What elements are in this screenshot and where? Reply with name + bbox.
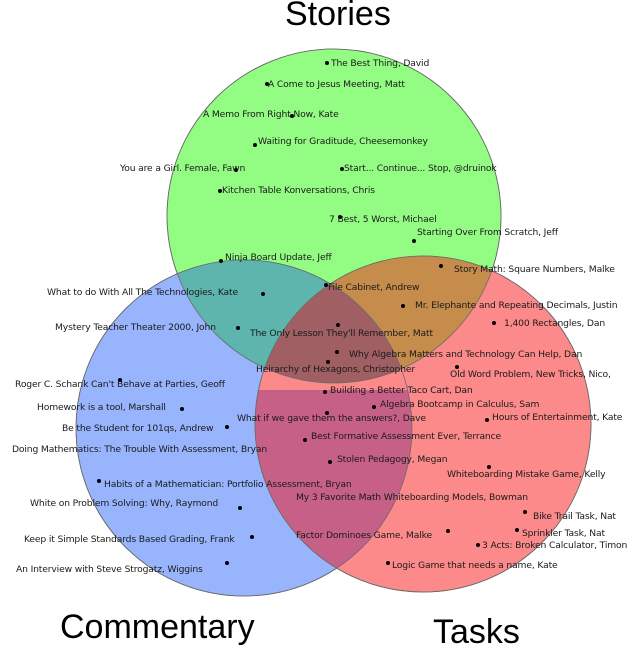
item-dot-marker [439, 264, 443, 268]
item-label: Starting Over From Scratch, Jeff [417, 227, 558, 238]
item-dot-marker [323, 390, 327, 394]
item-dot-marker [338, 215, 342, 219]
item-dot-marker [225, 561, 229, 565]
item-label: Bike Trail Task, Nat [533, 511, 616, 522]
item-label: A Come to Jesus Meeting, Matt [268, 79, 405, 90]
item-dot-marker [372, 405, 376, 409]
item-dot-marker [523, 510, 527, 514]
item-dot-marker [455, 365, 459, 369]
item-dot-marker [253, 143, 257, 147]
item-dot-marker [325, 61, 329, 65]
item-dot-marker [236, 326, 240, 330]
item-dot-marker [219, 259, 223, 263]
item-dot-marker [180, 407, 184, 411]
item-dot-marker [325, 411, 329, 415]
item-label: Sprinkler Task, Nat [522, 528, 605, 539]
item-label: Whiteboarding Mistake Game, Kelly [447, 469, 606, 480]
item-label: Start... Continue... Stop, @druinok [344, 163, 497, 174]
item-dot-marker [446, 529, 450, 533]
item-dot-marker [492, 321, 496, 325]
item-label: Kitchen Table Konversations, Chris [222, 185, 375, 196]
item-dot-marker [401, 304, 405, 308]
item-dot-marker [265, 82, 269, 86]
item-dot-marker [340, 167, 344, 171]
item-dot-marker [326, 360, 330, 364]
item-label: Homework is a tool, Marshall [37, 402, 166, 413]
item-label: Algebra Bootcamp in Calculus, Sam [380, 399, 540, 410]
item-dot-marker [335, 350, 339, 354]
item-dot-marker [485, 418, 489, 422]
item-label: Keep it Simple Standards Based Grading, … [24, 534, 235, 545]
item-dot-marker [97, 479, 101, 483]
item-label: The Best Thing, David [331, 58, 430, 69]
item-dot-marker [487, 465, 491, 469]
item-label: What if we gave them the answers?, Dave [237, 413, 426, 424]
item-label: Factor Dominoes Game, Malke [296, 530, 432, 541]
item-dot-marker [303, 438, 307, 442]
item-dot-marker [515, 528, 519, 532]
item-dot-marker [118, 378, 122, 382]
item-label: You are a Girl. Female, Fawn [120, 163, 246, 174]
item-label: A Memo From Right Now, Kate [203, 109, 339, 120]
item-label: What to do With All The Technologies, Ka… [47, 287, 238, 298]
item-label: Heirarchy of Hexagons, Christopher [256, 364, 416, 375]
item-dot-marker [218, 189, 222, 193]
item-dot-marker [412, 239, 416, 243]
tasks-title: Tasks [433, 613, 520, 651]
item-label: Stolen Pedagogy, Megan [337, 454, 448, 465]
item-label: Why Algebra Matters and Technology Can H… [349, 349, 583, 360]
item-label: Mr. Elephante and Repeating Decimals, Ju… [415, 300, 618, 311]
item-dot-marker [238, 506, 242, 510]
item-dot-marker [324, 283, 328, 287]
item-dot-marker [290, 114, 294, 118]
item-dot-marker [386, 561, 390, 565]
item-label: 3 Acts: Broken Calculator, Timon [482, 540, 628, 551]
item-label: Old Word Problem, New Tricks, Nico, [450, 369, 611, 380]
stories-title: Stories [285, 0, 391, 33]
item-label: Best Formative Assessment Ever, Terrance [311, 431, 501, 442]
item-label: Story Math: Square Numbers, Malke [454, 264, 615, 275]
item-label: Roger C. Schank Can't Behave at Parties,… [15, 379, 225, 390]
item-dot-marker [250, 535, 254, 539]
item-dot-marker [476, 543, 480, 547]
item-label: My 3 Favorite Math Whiteboarding Models,… [296, 492, 528, 503]
item-label: Logic Game that needs a name, Kate [392, 560, 558, 571]
item-label: Habits of a Mathematician: Portfolio Ass… [104, 479, 352, 490]
item-label: Doing Mathematics: The Trouble With Asse… [12, 444, 268, 455]
item-label: File Cabinet, Andrew [328, 282, 420, 293]
item-dot-marker [225, 425, 229, 429]
item-dot-marker [234, 168, 238, 172]
item-dot-marker [261, 292, 265, 296]
item-label: Ninja Board Update, Jeff [225, 252, 332, 263]
commentary-title: Commentary [60, 608, 255, 646]
item-label: Building a Better Taco Cart, Dan [330, 385, 473, 396]
item-label: White on Problem Solving: Why, Raymond [30, 498, 219, 509]
item-label: 1,400 Rectangles, Dan [504, 318, 605, 329]
item-label: Waiting for Graditude, Cheesemonkey [258, 136, 428, 147]
item-label: An Interview with Steve Strogatz, Wiggin… [16, 564, 203, 575]
item-label: Mystery Teacher Theater 2000, John [55, 322, 216, 333]
item-label: The Only Lesson They'll Remember, Matt [250, 328, 433, 339]
item-label: Be the Student for 101qs, Andrew [62, 423, 214, 434]
item-dot-marker [328, 460, 332, 464]
item-dot-marker [336, 323, 340, 327]
item-label: Hours of Entertainment, Kate [492, 412, 623, 423]
item-label: 7 Best, 5 Worst, Michael [329, 214, 437, 225]
